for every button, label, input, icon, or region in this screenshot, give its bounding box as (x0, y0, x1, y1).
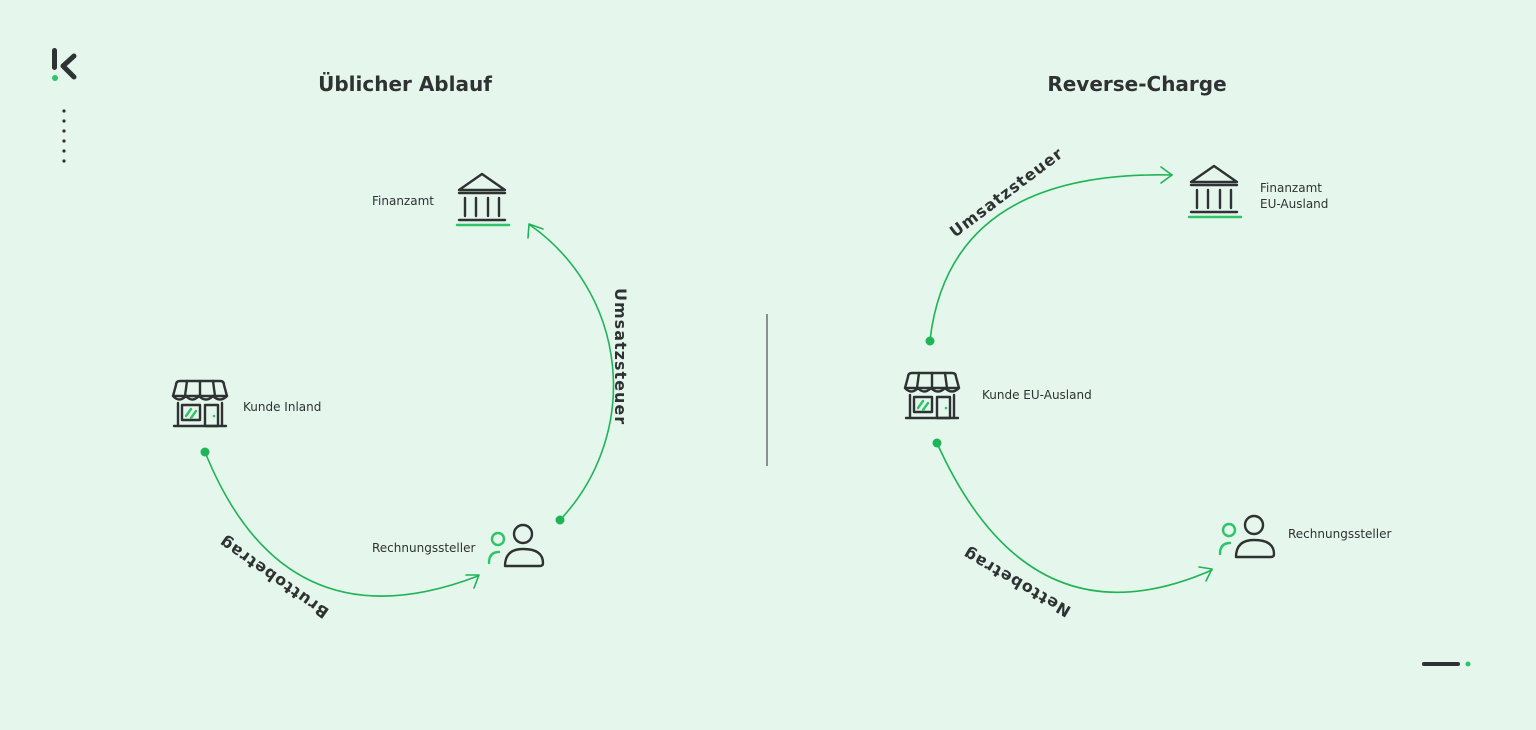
right-rechnungssteller-label: Rechnungssteller (1288, 527, 1391, 541)
bank-icon (1187, 164, 1243, 219)
left-rechnungssteller-label: Rechnungssteller (372, 541, 475, 555)
left-umsatzsteuer-label: Umsatzsteuer (611, 288, 630, 425)
shop-icon (171, 379, 229, 428)
right-umsatzsteuer-label: Umsatzsteuer (946, 144, 1067, 242)
right-finanzamt-label-2: EU-Ausland (1260, 197, 1328, 211)
page-mark (1422, 661, 1471, 667)
logo-icon (52, 48, 77, 81)
right-title: Reverse-Charge (1047, 72, 1226, 96)
left-finanzamt-label: Finanzamt (372, 194, 434, 208)
dots-indicator (62, 109, 66, 163)
right-arrow-nettobetrag (932, 438, 1213, 593)
left-kunde-label: Kunde Inland (243, 400, 321, 414)
people-icon (1218, 514, 1276, 559)
shop-icon (903, 371, 961, 420)
left-arrow-bruttobetrag (200, 447, 480, 597)
right-kunde-label: Kunde EU-Ausland (982, 388, 1092, 402)
left-bruttobetrag-label: Bruttobetrag (215, 532, 332, 622)
left-title: Üblicher Ablauf (318, 72, 492, 96)
right-arrow-umsatzsteuer (925, 166, 1173, 346)
people-icon (487, 523, 545, 568)
right-finanzamt-label: Finanzamt (1260, 181, 1322, 195)
bank-icon (455, 172, 511, 227)
left-arrow-umsatzsteuer (527, 223, 615, 525)
